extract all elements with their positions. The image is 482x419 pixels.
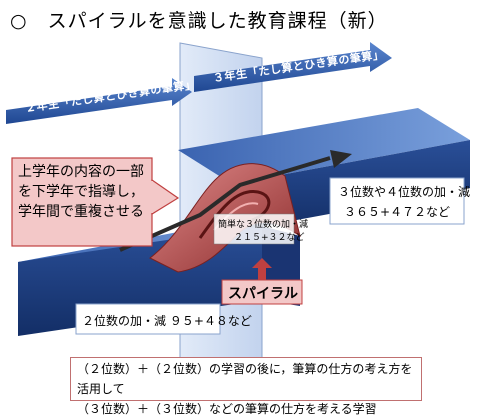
note-line2: （３位数）＋（３位数）などの筆算の仕方を考える学習 <box>77 402 377 416</box>
spiral-label-box <box>221 279 303 305</box>
note-line1: （２位数）＋（２位数）の学習の後に，筆算の仕方の考え方を活用して <box>77 362 413 396</box>
callout-box <box>11 157 153 247</box>
spiral-pointer <box>252 258 272 280</box>
grade2-arrow <box>6 78 192 124</box>
simple-label-line2: ２１５+３２など <box>234 233 305 243</box>
spiral-label: スパイラル <box>228 286 298 302</box>
grade2-box-label: ２位数の加・減 ９５+４８など <box>82 314 252 328</box>
flow-arrow-line <box>119 156 331 252</box>
callout-pointer <box>151 178 180 216</box>
flow-arrow-head <box>330 150 352 168</box>
grade3-box-line1: ３位数や４位数の加・減 <box>338 185 471 199</box>
page-title: ○ スパイラルを意識した教育課程（新） <box>10 10 388 32</box>
callout-text: 上学年の内容の一部を下学年で指導し，学年間で重複させる <box>18 164 144 220</box>
grade3-text-box <box>329 177 465 225</box>
simple-label-box <box>213 213 295 245</box>
grade3-box-line2: ３６５+４７２など <box>344 205 451 219</box>
grade2-text-box <box>75 303 221 335</box>
simple-label-line1: 簡単な３位数の加・減 <box>218 220 309 230</box>
bottom-note: （２位数）＋（２位数）の学習の後に，筆算の仕方の考え方を活用して （３位数）＋（… <box>70 357 422 416</box>
grade3-arrow <box>194 42 392 92</box>
